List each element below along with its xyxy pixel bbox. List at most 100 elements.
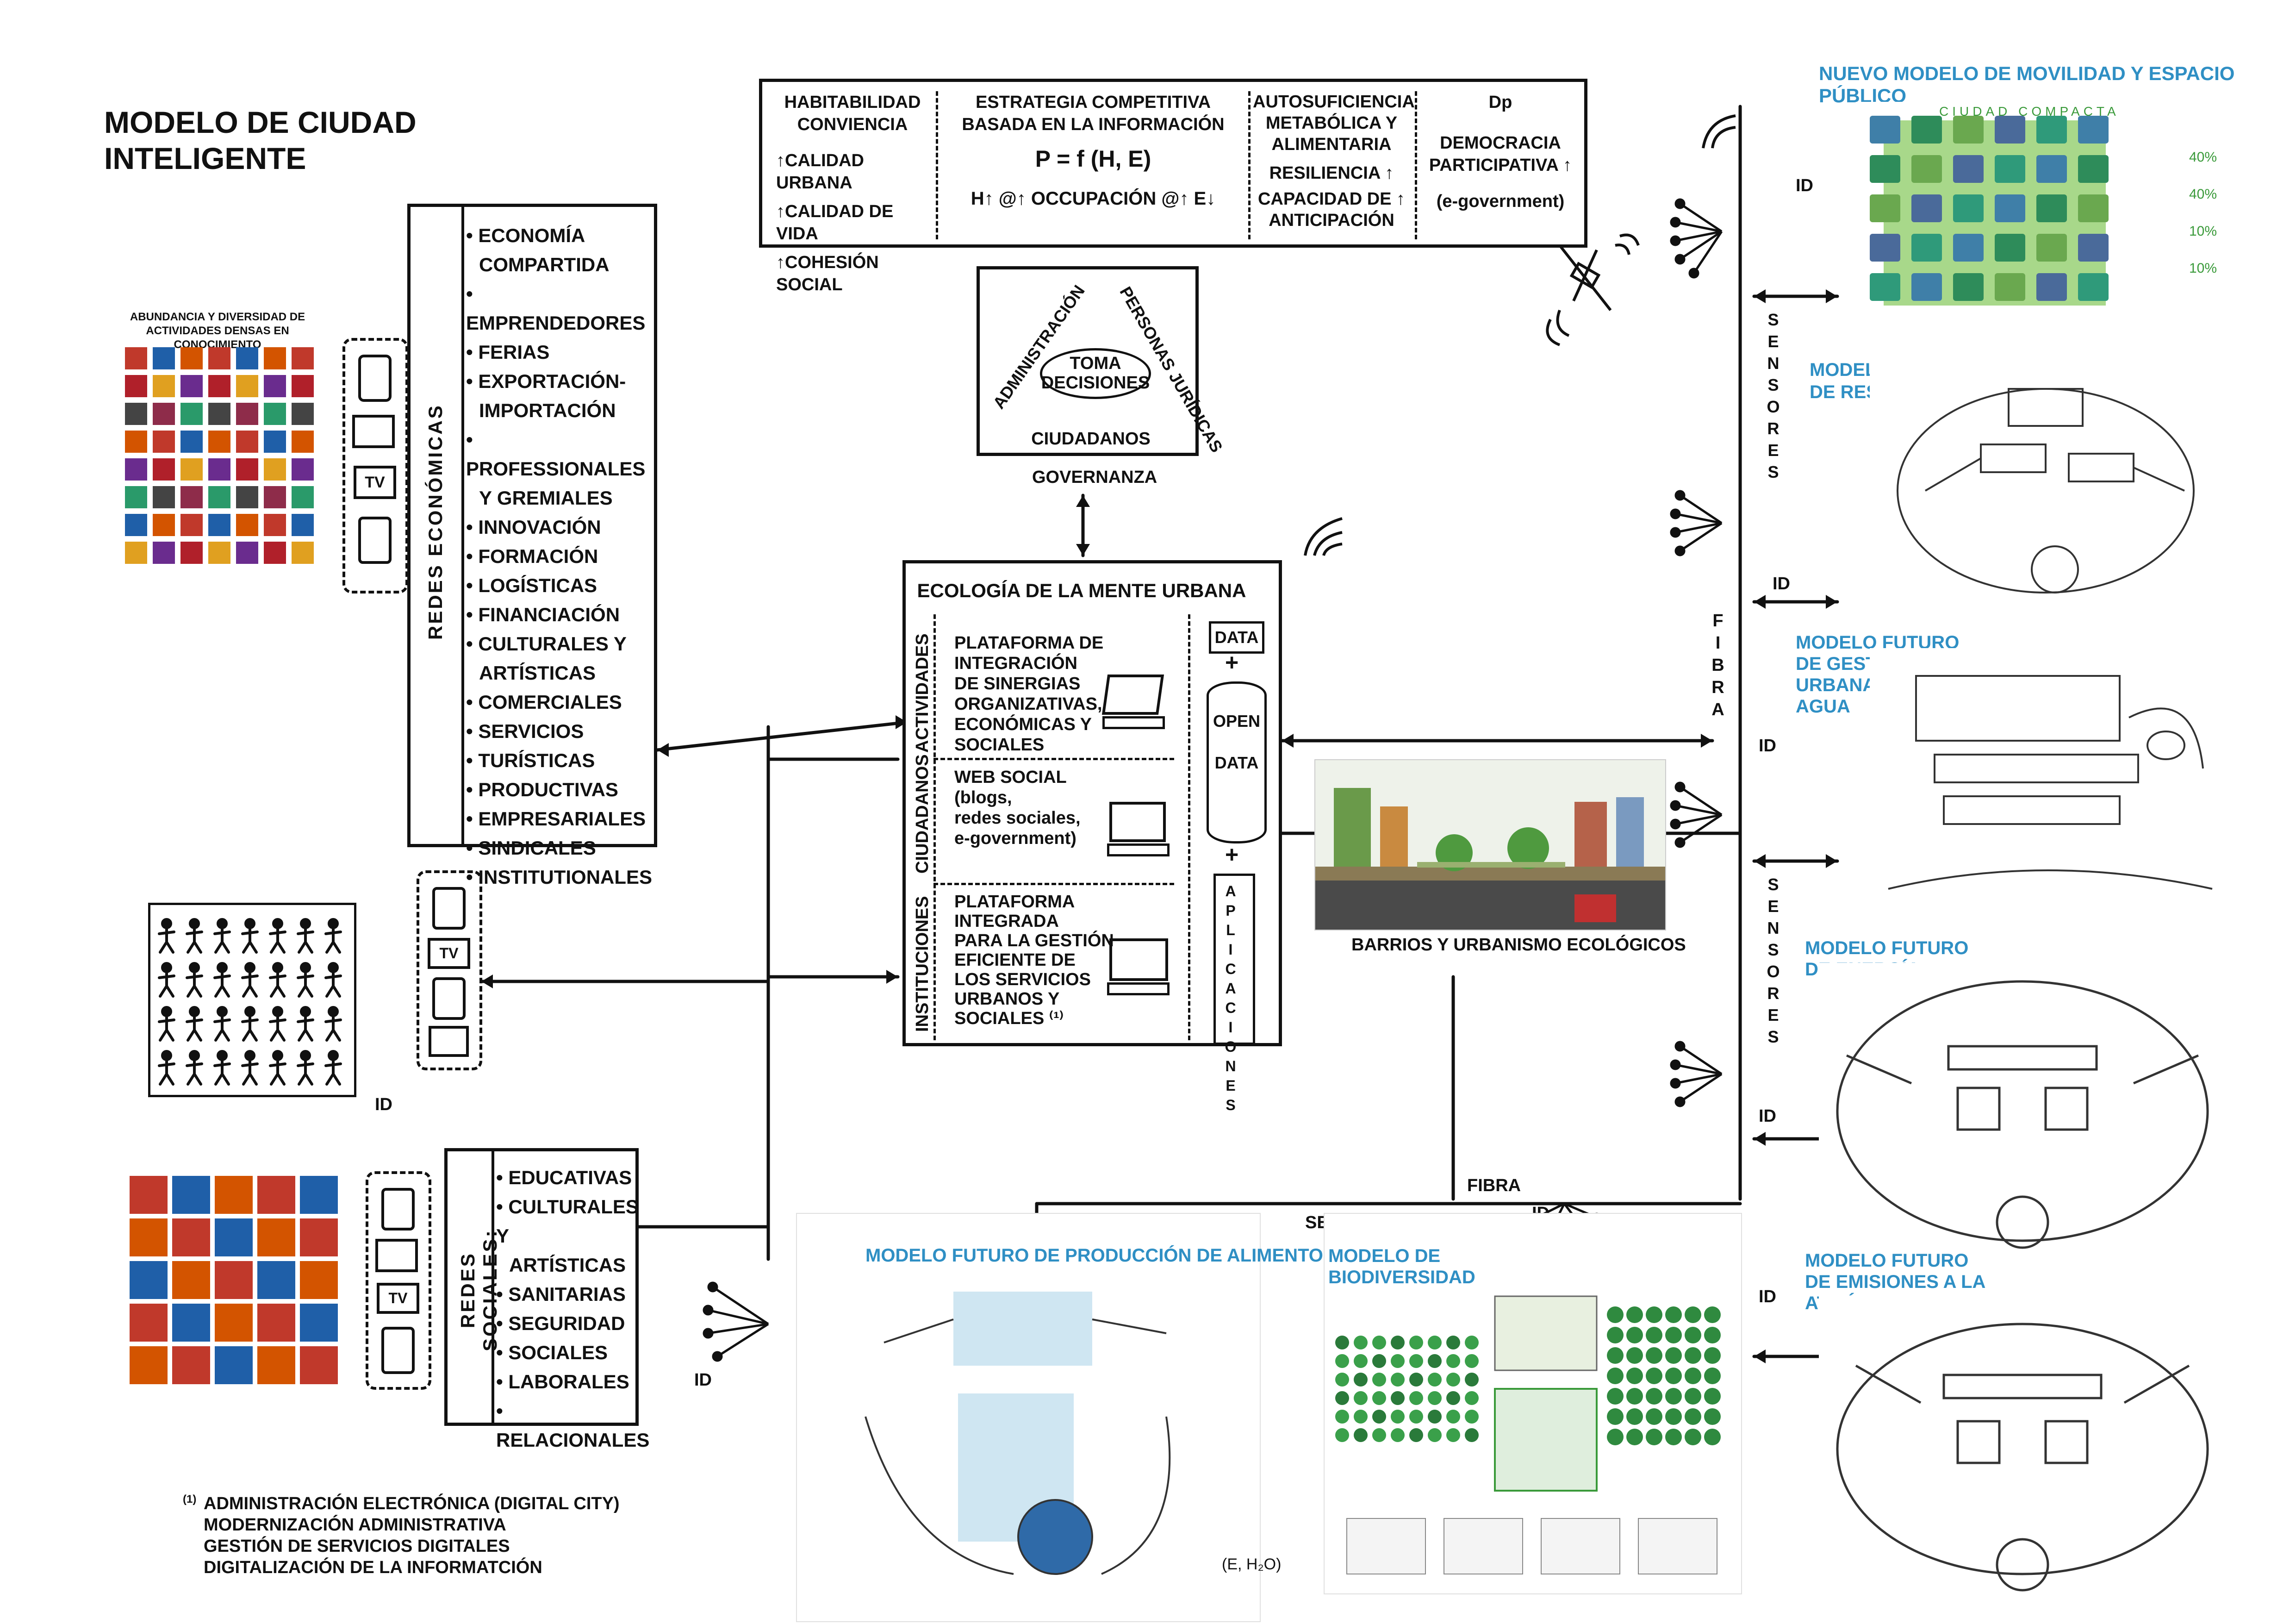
conviencia-heading: CONVIENCIA — [797, 115, 908, 134]
social-icon — [215, 1304, 253, 1342]
social-icon — [172, 1176, 210, 1214]
species-icon — [1685, 1388, 1701, 1405]
eco-row2-line-1: (blogs, — [954, 788, 1012, 807]
laptop-icon — [1101, 675, 1164, 715]
species-icon — [1665, 1368, 1682, 1384]
species-icon — [1335, 1373, 1349, 1387]
footnote-line-3: GESTIÓN DE SERVICIOS DIGITALES — [204, 1537, 510, 1556]
species-icon — [1685, 1347, 1701, 1364]
energia-diagram — [1819, 963, 2226, 1259]
city-block-icon — [1911, 273, 1942, 301]
web-social: WEB SOCIAL(blogs,redes sociales,e-govern… — [954, 767, 1081, 849]
redes-economicas-item-16: TURÍSTICAS — [466, 746, 656, 775]
redes-economicas-item-12: CULTURALES Y — [466, 629, 656, 658]
person-icon — [269, 1006, 286, 1042]
activity-icon — [180, 403, 203, 425]
species-icon — [1626, 1368, 1643, 1384]
id-label-r2: ID — [1773, 574, 1790, 593]
activity-icon — [208, 458, 230, 481]
redes-economicas-list: ECONOMÍACOMPARTIDAEMPRENDEDORESFERIASEXP… — [466, 221, 656, 892]
activity-icon — [292, 431, 314, 453]
satellite-icon — [1546, 233, 1640, 346]
species-icon — [1704, 1388, 1721, 1405]
activity-icon — [292, 347, 314, 369]
person-icon — [213, 1006, 231, 1042]
redes-sociales-divider — [492, 1151, 494, 1423]
autosuficiencia-column: AUTOSUFICIENCIA METABÓLICA Y ALIMENTARIA… — [1253, 91, 1415, 231]
green-space-thumbnail — [1346, 1518, 1426, 1574]
eco-row1-line-4: ECONÓMICAS Y — [954, 715, 1092, 734]
title-line-1: MODELO DE CIUDAD — [104, 105, 417, 139]
redes-sociales-item-7: RELACIONALES — [496, 1396, 649, 1455]
activity-icon — [236, 347, 258, 369]
keyboard-icon — [1107, 982, 1170, 995]
species-icon — [1704, 1347, 1721, 1364]
social-icon — [215, 1218, 253, 1256]
species-icon — [1428, 1391, 1442, 1405]
activity-icon — [292, 375, 314, 397]
activity-icon — [208, 514, 230, 536]
keyboard-icon — [1107, 843, 1170, 856]
city-block-icon — [1953, 194, 1984, 222]
species-icon — [1409, 1354, 1423, 1368]
species-icon — [1465, 1410, 1479, 1424]
sensores-label-right-2: SENSORES — [1764, 875, 1783, 1049]
eco-row1-line-2: DE SINERGIAS — [954, 674, 1081, 693]
species-icon — [1335, 1428, 1349, 1442]
activity-icon — [153, 458, 175, 481]
icons-caption: ABUNDANCIA Y DIVERSIDAD DE ACTIVIDADES D… — [116, 310, 319, 352]
footnote-marker: (1) — [183, 1493, 197, 1505]
social-icon — [172, 1218, 210, 1256]
activity-icons-grid — [125, 347, 319, 579]
activity-icon — [236, 403, 258, 425]
ciudadanos-label: CIUDADANOS — [1031, 429, 1151, 449]
city-block-icon — [2036, 273, 2067, 301]
city-block-icon — [1953, 234, 1984, 262]
species-icon — [1465, 1373, 1479, 1387]
city-block-icon — [1995, 155, 2025, 183]
social-icon — [300, 1261, 338, 1299]
energy-cycle-image — [1836, 980, 2209, 1249]
water-cycle-image — [1888, 675, 2213, 890]
redes-economicas-item-19: SINDICALES — [466, 833, 656, 862]
redes-economicas-item-9: FORMACIÓN — [466, 542, 656, 571]
species-icon — [1704, 1408, 1721, 1425]
eco-row1-line-3: ORGANIZATIVAS, — [954, 694, 1102, 714]
social-icon — [215, 1261, 253, 1299]
footnote-line-1: ADMINISTRACIÓN ELECTRÓNICA (DIGITAL CITY… — [204, 1494, 620, 1513]
species-icon — [1465, 1354, 1479, 1368]
species-icon — [1626, 1306, 1643, 1323]
barrios-caption: BARRIOS Y URBANISMO ECOLÓGICOS — [1351, 935, 1686, 955]
activity-icon — [125, 403, 147, 425]
social-icon — [130, 1218, 168, 1256]
species-icon — [1391, 1336, 1405, 1349]
social-icon — [215, 1176, 253, 1214]
ecologia-left-divider — [933, 614, 936, 1040]
person-icon — [241, 1050, 259, 1086]
person-icon — [324, 1006, 342, 1042]
person-icon — [241, 918, 259, 954]
species-icon — [1372, 1428, 1386, 1442]
footnote-line-2: MODERNIZACIÓN ADMINISTRATIVA — [204, 1515, 506, 1535]
ecologia-box: ECOLOGÍA DE LA MENTE URBANA ACTIVIDADES … — [902, 560, 1282, 1116]
eco-row3-line-4: LOS SERVICIOS — [954, 970, 1091, 989]
activity-icon — [236, 542, 258, 564]
anticipacion: ANTICIPACIÓN — [1269, 211, 1394, 230]
social-icon — [300, 1304, 338, 1342]
activity-icon — [208, 486, 230, 508]
species-icon — [1335, 1336, 1349, 1349]
tablet-icon — [358, 517, 392, 564]
people-icons — [158, 918, 342, 1086]
eco-row2-line-3: e-government) — [954, 829, 1076, 848]
city-block-icon — [1870, 194, 1900, 222]
top-objectives-box: HABITABILIDAD CONVIENCIA ↑CALIDAD URBANA… — [759, 79, 1587, 294]
toma-decisiones: TOMA DECISIONES — [1040, 354, 1151, 393]
cohesion-social: ↑COHESIÓN SOCIAL — [776, 253, 879, 294]
person-icon — [241, 1006, 259, 1042]
species-icon — [1428, 1410, 1442, 1424]
emissions-cycle-image — [1836, 1323, 2209, 1592]
social-icon — [300, 1176, 338, 1214]
eco-row1-line-5: SOCIALES — [954, 735, 1045, 755]
activity-icon — [264, 375, 286, 397]
